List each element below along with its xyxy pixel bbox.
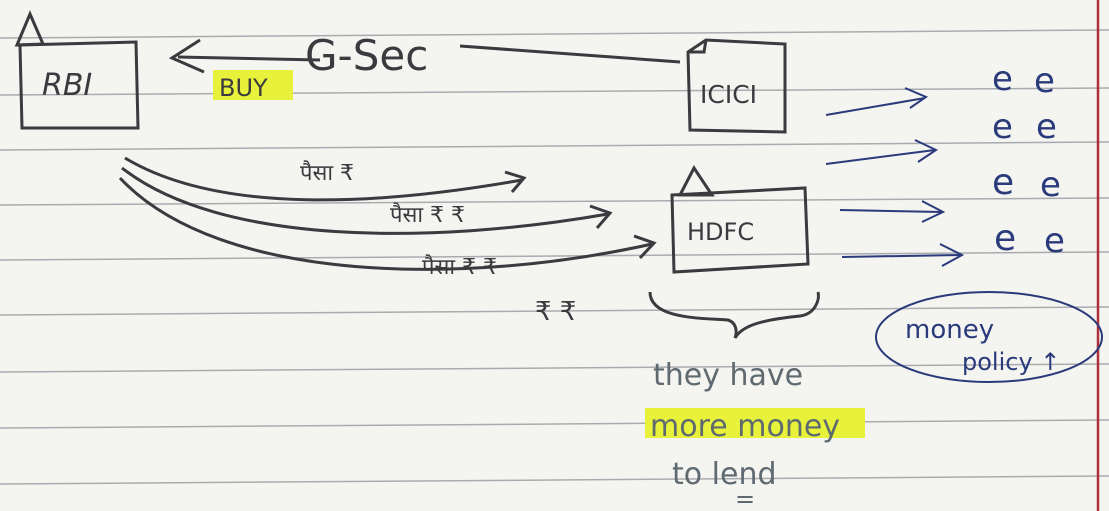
banks-to-people-arrows xyxy=(825,87,965,267)
note-line2: more money xyxy=(650,409,840,444)
icici-node: ICICI xyxy=(686,38,787,134)
note-underline: = xyxy=(735,485,755,511)
buy-highlight xyxy=(213,70,293,100)
rbi-node: RBI xyxy=(14,10,140,130)
note-highlight xyxy=(645,408,865,438)
person-icon: e xyxy=(1044,221,1065,261)
curve-arrow-2 xyxy=(121,166,609,235)
gsec-label: G-Sec xyxy=(305,31,428,80)
gsec-arrow xyxy=(168,38,681,74)
rbi-label: RBI xyxy=(42,68,92,103)
buy-label: BUY xyxy=(219,74,268,102)
arrow2-label: पैसा ₹ ₹ xyxy=(390,202,465,228)
person-icon: e xyxy=(1034,61,1055,101)
person-icon: e xyxy=(1040,165,1061,205)
curve-arrow-1-head-icon xyxy=(504,170,527,193)
icici-box xyxy=(686,38,787,134)
arrow1-label: पैसा ₹ xyxy=(300,160,354,186)
curve-arrow-2-head-icon xyxy=(589,204,613,229)
blue-arrow-1 xyxy=(825,97,926,116)
blue-arrow-1-head-icon xyxy=(904,87,929,109)
person-icon: e xyxy=(992,59,1013,99)
gsec-arrowhead-icon xyxy=(168,38,205,74)
hdfc-box xyxy=(670,186,810,274)
curve-arrow-3 xyxy=(118,176,653,271)
arrow3-label: पैसा ₹ ₹ xyxy=(422,254,497,280)
below-arrows-label: ₹ ₹ xyxy=(535,297,576,327)
icici-corner xyxy=(688,39,708,54)
gsec-line-left xyxy=(177,55,321,62)
person-icon: e xyxy=(992,162,1014,203)
blue-arrow-2 xyxy=(825,149,936,165)
blue-arrow-3 xyxy=(839,209,943,213)
hdfc-flag-icon xyxy=(677,165,715,197)
hdfc-node: HDFC xyxy=(670,165,810,274)
hdfc-label: HDFC xyxy=(687,218,754,246)
hdfc-brace xyxy=(648,291,820,339)
note-line3: to lend xyxy=(672,457,777,492)
rbi-to-banks-arrows xyxy=(118,156,657,271)
icici-label: ICICI xyxy=(700,80,757,109)
blue-arrow-2-head-icon xyxy=(914,139,939,163)
curve-arrow-1 xyxy=(124,156,523,202)
policy-line2: policy ↑ xyxy=(962,348,1060,376)
rbi-box xyxy=(18,40,140,130)
policy-ellipse xyxy=(875,291,1103,383)
person-icon: e xyxy=(994,218,1016,259)
person-icon: e xyxy=(1036,107,1057,147)
blue-arrow-4 xyxy=(841,254,961,258)
person-icon: e xyxy=(992,107,1013,147)
people-group: e e e e e e e e xyxy=(992,59,1065,261)
rbi-flag-icon xyxy=(14,10,46,47)
gsec-line-right xyxy=(459,44,681,64)
policy-line1: money xyxy=(905,315,994,345)
blue-arrow-4-head-icon xyxy=(939,243,965,267)
ruled-lines xyxy=(0,29,1109,485)
note-line1: they have xyxy=(653,358,803,393)
blue-arrow-3-head-icon xyxy=(921,200,946,223)
curve-arrow-3-head-icon xyxy=(633,234,657,260)
